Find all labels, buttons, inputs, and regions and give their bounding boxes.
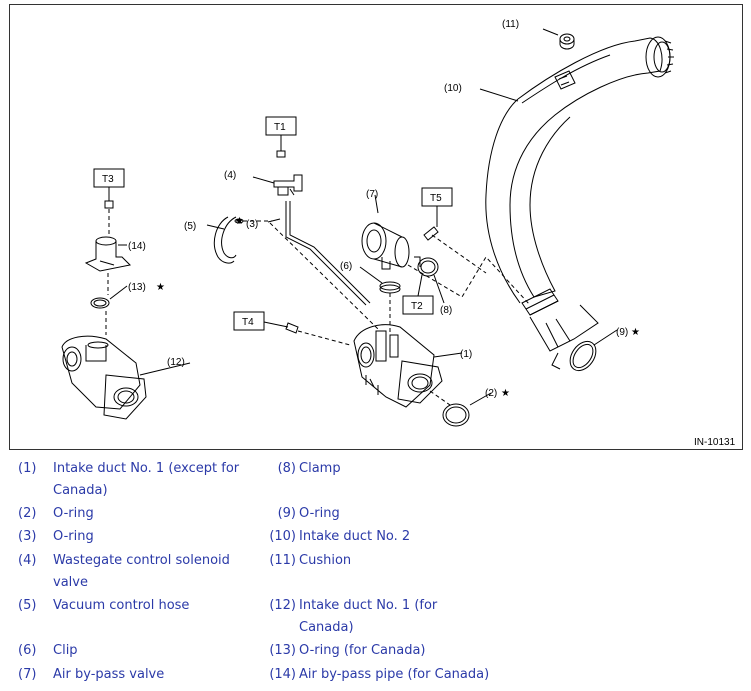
callout-8: (8) xyxy=(440,305,452,316)
bolt-t5 xyxy=(423,206,487,274)
bolt-t3 xyxy=(104,187,114,209)
bolt-t1 xyxy=(276,135,286,158)
legend-label: O-ring xyxy=(53,529,94,544)
legend-number: (10) xyxy=(269,529,296,544)
torque-tag-t3: T3 xyxy=(102,174,114,185)
callout-11: (11) xyxy=(502,19,519,30)
star-9: ★ xyxy=(631,327,640,338)
callout-13: (13) xyxy=(128,282,146,293)
legend-label: Air by-pass valve xyxy=(53,667,165,682)
legend-number: (3) xyxy=(18,529,37,544)
legend-number: (1) xyxy=(18,461,37,476)
callout-2: (2) xyxy=(485,388,497,399)
legend-number: (14) xyxy=(269,667,296,682)
legend-label: Clip xyxy=(53,643,78,658)
legend-label: O-ring xyxy=(53,506,94,521)
legend-number: (6) xyxy=(18,643,37,658)
legend-label: Air by-pass pipe (for Canada) xyxy=(299,667,490,682)
legend-number: (5) xyxy=(18,598,37,613)
clip xyxy=(379,281,401,294)
legend-label: O-ring (for Canada) xyxy=(299,643,426,658)
legend-number: (13) xyxy=(269,643,296,658)
legend-number: (8) xyxy=(277,461,296,476)
legend-label: Clamp xyxy=(299,461,341,476)
callout-3: (3) xyxy=(246,219,258,230)
legend-label: Vacuum control hose xyxy=(53,598,190,613)
callout-12: (12) xyxy=(167,357,185,368)
legend-number: (7) xyxy=(18,667,37,682)
callout-14: (14) xyxy=(128,241,146,252)
clamp xyxy=(414,256,439,277)
torque-tag-t4-box xyxy=(233,311,265,331)
legend-number: (9) xyxy=(277,506,296,521)
o-ring-2 xyxy=(442,403,470,427)
o-ring-9 xyxy=(569,340,597,372)
figure-id: IN-10131 xyxy=(694,437,736,448)
callout-4: (4) xyxy=(224,170,236,181)
air-bypass-pipe xyxy=(84,236,132,272)
star-3: ★ xyxy=(235,216,244,227)
legend-number: (12) xyxy=(269,598,296,613)
callout-7: (7) xyxy=(366,189,378,200)
air-bypass-valve xyxy=(361,222,410,270)
intake-duct-no2 xyxy=(485,36,674,370)
vacuum-control-hose xyxy=(213,216,237,264)
diagram-canvas: (11) (10) (4) (5) ★ (3) (7) (6) (8) (14)… xyxy=(61,19,736,448)
callout-5: (5) xyxy=(184,221,196,232)
legend-number: (11) xyxy=(269,553,296,568)
legend-number: (4) xyxy=(18,553,37,568)
intake-duct-no1 xyxy=(353,324,443,408)
star-2: ★ xyxy=(501,388,510,399)
exploded-parts-diagram: (11) (10) (4) (5) ★ (3) (7) (6) (8) (14)… xyxy=(9,4,743,450)
legend-label: Intake duct No. 2 xyxy=(299,529,411,544)
callout-6: (6) xyxy=(340,261,352,272)
legend-label: Cushion xyxy=(299,553,352,568)
callout-1: (1) xyxy=(460,349,472,360)
callout-9: (9) xyxy=(616,327,628,338)
cushion xyxy=(559,33,575,50)
star-13: ★ xyxy=(156,282,165,293)
o-ring-13 xyxy=(90,297,110,309)
torque-tag-t2: T2 xyxy=(411,301,423,312)
legend-number: (2) xyxy=(18,506,37,521)
legend-label: O-ring xyxy=(299,506,340,521)
wastegate-solenoid xyxy=(273,174,303,196)
bolt-t4 xyxy=(263,321,351,346)
torque-tag-t1: T1 xyxy=(274,122,286,133)
torque-tag-t5: T5 xyxy=(430,193,442,204)
torque-tag-t4: T4 xyxy=(242,317,254,328)
intake-duct-no1-canada xyxy=(61,335,147,420)
callout-10: (10) xyxy=(444,83,462,94)
